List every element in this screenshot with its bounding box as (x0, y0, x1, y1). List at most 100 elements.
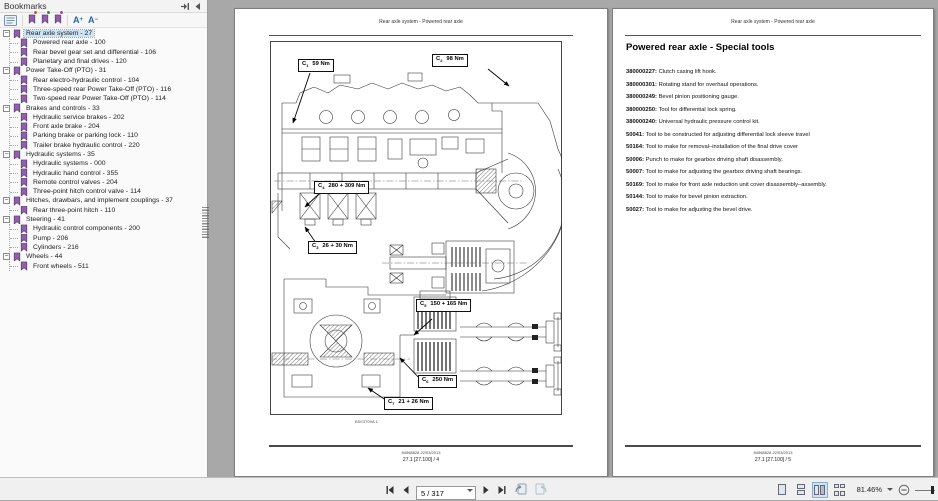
bookmark-item[interactable]: − Wheels - 44 (2, 252, 207, 261)
bookmark-label[interactable]: Hydraulic service brakes - 202 (31, 114, 126, 121)
tool-code: 50027: (626, 207, 644, 213)
tool-description: Rotating stand for overhaul operations. (657, 82, 759, 88)
bookmark-label[interactable]: Rear electro-hydraulic control - 104 (31, 77, 141, 84)
pdf-page-4: Rear axle system - Powered rear axle (234, 8, 608, 477)
bookmark-label[interactable]: Power Take-Off (PTO) - 31 (24, 67, 108, 74)
bookmark-label[interactable]: Three-speed rear Power Take-Off (PTO) - … (31, 86, 173, 93)
bookmark-item[interactable]: Hydraulic hand control - 355 (10, 168, 207, 177)
bookmark-item[interactable]: − Brakes and controls - 33 (2, 103, 207, 112)
figure-caption: BSE3709A 1 (355, 419, 378, 424)
bookmark-item[interactable]: Cylinders - 216 (10, 243, 207, 252)
bookmark-item[interactable]: Hydraulic service brakes - 202 (10, 113, 207, 122)
bookmark-item[interactable]: − Steering - 41 (2, 215, 207, 224)
bookmark-label[interactable]: Two-speed rear Power Take-Off (PTO) - 11… (31, 95, 168, 102)
expand-collapse-toggle[interactable]: − (3, 197, 10, 204)
bookmark-label[interactable]: Brakes and controls - 33 (24, 105, 102, 112)
tool-description: Clutch casing lift hook. (657, 69, 717, 75)
bookmark-item[interactable]: Powered rear axle - 100 (10, 38, 207, 47)
previous-view-icon[interactable] (514, 483, 528, 496)
bookmark-item[interactable]: Parking brake or parking lock - 110 (10, 131, 207, 140)
last-page-button[interactable] (496, 483, 508, 497)
zoom-slider-thumb[interactable] (931, 486, 934, 494)
continuous-scroll-view-icon[interactable] (793, 482, 809, 498)
zoom-slider[interactable] (915, 485, 935, 495)
expand-collapse-toggle[interactable]: − (3, 216, 10, 223)
single-page-view-icon[interactable] (774, 482, 790, 498)
zoom-out-icon[interactable] (898, 484, 910, 496)
bookmark-options-icon[interactable] (4, 15, 17, 26)
expand-collapse-toggle[interactable]: − (3, 105, 10, 112)
bookmark-label[interactable]: Three-point hitch control valve - 114 (31, 188, 143, 195)
expand-collapse-toggle[interactable]: − (3, 67, 10, 74)
bookmark-icon (20, 57, 28, 66)
bookmark-item[interactable]: Front axle brake - 204 (10, 122, 207, 131)
bookmark-label[interactable]: Steering - 41 (24, 216, 67, 223)
tool-description: Tool to make for front axle reduction un… (644, 182, 827, 188)
expand-collapse-toggle[interactable]: − (3, 151, 10, 158)
bookmark-item[interactable]: Trailer brake hydraulic control - 220 (10, 141, 207, 150)
bookmark-label[interactable]: Front axle brake - 204 (31, 123, 102, 130)
bookmark-item[interactable]: Front wheels - 511 (10, 261, 207, 270)
page-footer-doc-number: 84568828 22/03/2013 (613, 450, 933, 455)
bookmark-icon (20, 159, 28, 168)
bookmark-label[interactable]: Powered rear axle - 100 (31, 39, 108, 46)
collapse-panel-icon[interactable] (193, 2, 203, 11)
page-dropdown-caret-icon[interactable] (467, 489, 473, 492)
bookmark-item[interactable]: Pump - 206 (10, 234, 207, 243)
new-bookmark-icon[interactable] (28, 14, 36, 27)
bookmark-item[interactable]: Three-speed rear Power Take-Off (PTO) - … (10, 85, 207, 94)
expand-collapse-toggle[interactable]: − (3, 253, 10, 260)
two-page-scroll-view-icon[interactable] (831, 482, 848, 498)
pdf-page-5: Rear axle system - Powered rear axle Pow… (612, 8, 934, 477)
bookmark-label[interactable]: Wheels - 44 (24, 253, 64, 260)
first-page-button[interactable] (384, 483, 396, 497)
increase-text-size-button[interactable]: A+ (73, 14, 83, 27)
bookmark-label[interactable]: Hydraulic hand control - 355 (31, 170, 120, 177)
bookmark-item[interactable]: Hydraulic systems - 000 (10, 159, 207, 168)
bookmark-item[interactable]: Planetary and final drives - 120 (10, 57, 207, 66)
bookmark-item[interactable]: Hydraulic control components - 200 (10, 224, 207, 233)
bookmark-label[interactable]: Parking brake or parking lock - 110 (31, 132, 140, 139)
bookmark-label[interactable]: Rear bevel gear set and differential - 1… (31, 49, 158, 56)
delete-bookmark-icon[interactable] (54, 14, 62, 27)
header-rule (269, 35, 573, 36)
bookmark-item[interactable]: Remote control valves - 204 (10, 178, 207, 187)
previous-page-button[interactable] (400, 483, 412, 497)
bookmark-item[interactable]: − Rear axle system - 27 (2, 29, 207, 38)
bookmark-label[interactable]: Front wheels - 511 (31, 263, 91, 270)
bookmark-item[interactable]: Two-speed rear Power Take-Off (PTO) - 11… (10, 94, 207, 103)
new-bookmark-from-selection-icon[interactable] (41, 14, 49, 27)
bookmark-item[interactable]: − Power Take-Off (PTO) - 31 (2, 66, 207, 75)
bookmark-item[interactable]: Rear three-point hitch - 110 (10, 206, 207, 215)
bookmark-label[interactable]: Pump - 206 (31, 235, 70, 242)
bookmark-icon (20, 94, 28, 103)
bookmark-item[interactable]: − Hitches, drawbars, and implement coupli… (2, 196, 207, 205)
bookmark-label[interactable]: Hydraulic systems - 35 (24, 151, 97, 158)
zoom-level-value[interactable]: 81.46% (857, 485, 882, 494)
zoom-dropdown-caret-icon[interactable] (887, 488, 893, 491)
bookmark-label[interactable]: Trailer brake hydraulic control - 220 (31, 142, 142, 149)
tool-item: 50144: Tool to make for bevel pinion ext… (626, 194, 925, 207)
bookmark-label[interactable]: Planetary and final drives - 120 (31, 58, 129, 65)
tool-code: 50007: (626, 169, 644, 175)
expand-collapse-toggle[interactable]: − (3, 30, 10, 37)
bookmark-label[interactable]: Rear axle system - 27 (24, 30, 94, 37)
decrease-text-size-button[interactable]: A− (88, 14, 98, 27)
bookmark-label[interactable]: Cylinders - 216 (31, 244, 81, 251)
next-view-icon[interactable] (534, 483, 548, 496)
bookmark-label[interactable]: Remote control valves - 204 (31, 179, 120, 186)
bookmark-item[interactable]: Rear electro-hydraulic control - 104 (10, 75, 207, 84)
dock-panel-icon[interactable] (180, 2, 190, 11)
bookmark-item[interactable]: − Hydraulic systems - 35 (2, 150, 207, 159)
bookmark-icon (13, 150, 21, 159)
next-page-button[interactable] (480, 483, 492, 497)
bookmark-label[interactable]: Hitches, drawbars, and implement couplin… (24, 197, 175, 204)
bookmark-item[interactable]: Three-point hitch control valve - 114 (10, 187, 207, 196)
bookmark-label[interactable]: Rear three-point hitch - 110 (31, 207, 117, 214)
bookmark-item[interactable]: Rear bevel gear set and differential - 1… (10, 48, 207, 57)
two-page-view-icon[interactable] (812, 482, 828, 498)
bookmark-label[interactable]: Hydraulic control components - 200 (31, 225, 142, 232)
bookmark-label[interactable]: Hydraulic systems - 000 (31, 160, 108, 167)
